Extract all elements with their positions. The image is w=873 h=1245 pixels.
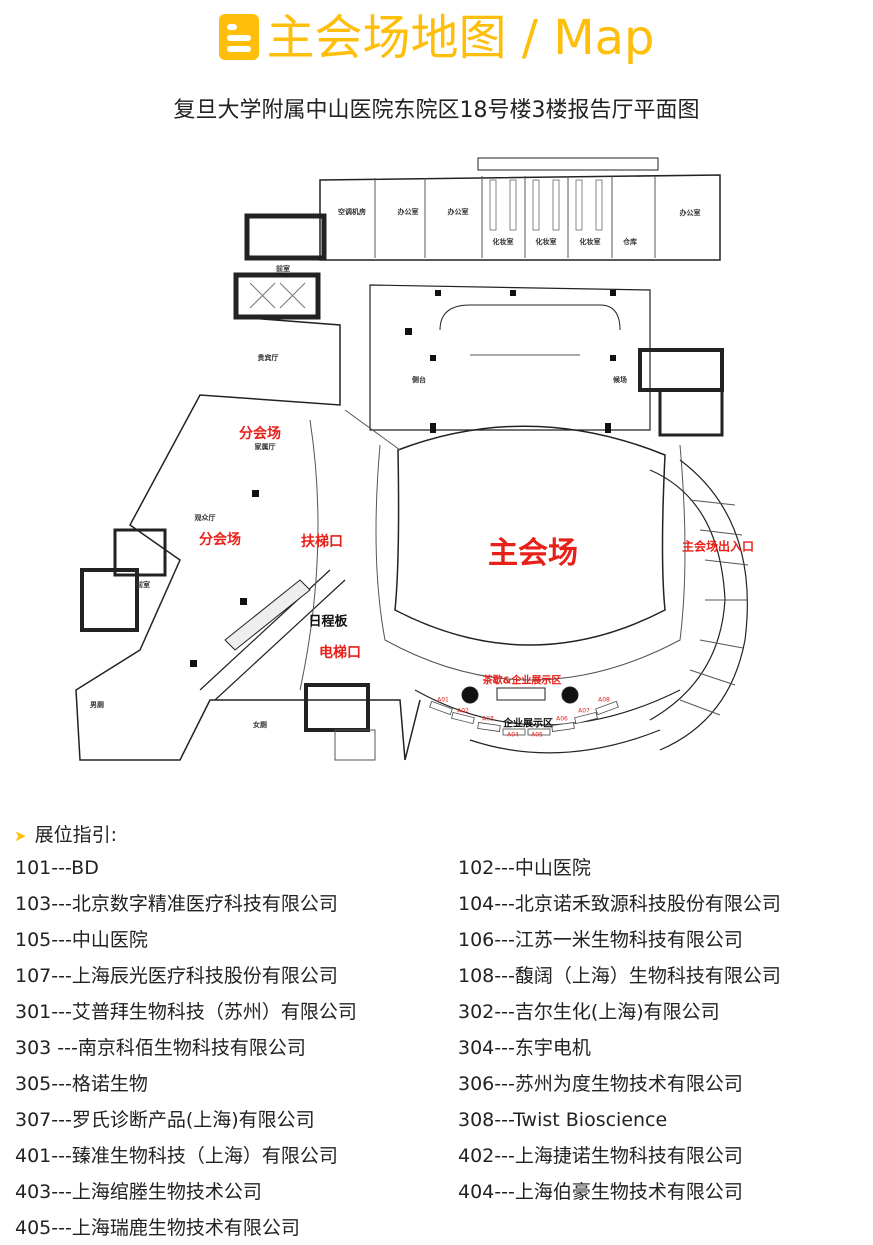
guide-item: 302---吉尔生化(上海)有限公司 — [458, 1001, 720, 1023]
guide-item: 305---格诺生物 — [15, 1073, 148, 1095]
tea-break-label: 茶歇&企业展示区 — [482, 675, 562, 687]
guide-item: 106---江苏一米生物科技有限公司 — [458, 929, 743, 951]
escalator-label: 扶梯口 — [301, 534, 343, 550]
east-stair-inner — [649, 469, 726, 721]
main-hall-outline — [394, 425, 666, 646]
guide-item: 304---东宇电机 — [458, 1037, 591, 1059]
escalator-walls — [199, 569, 346, 701]
pillar-left — [461, 686, 479, 704]
stage-area — [369, 284, 651, 431]
page-title: 主会场地图 / Map — [0, 6, 873, 70]
guide-item: 303 ---南京科佰生物科技有限公司 — [15, 1037, 306, 1059]
room-label: 化妆室 — [579, 238, 601, 246]
stair-core-2 — [658, 388, 724, 437]
top-fire-lane — [477, 157, 659, 171]
stage-curtain — [439, 304, 621, 331]
room-label: 观众厅 — [194, 514, 216, 522]
list-icon — [218, 14, 259, 60]
east-stair-outer — [659, 459, 748, 751]
guide-item: 307---罗氏诊断产品(上海)有限公司 — [15, 1109, 315, 1131]
booth-label: A07 — [578, 707, 590, 715]
foyer-inner-arc — [414, 689, 681, 726]
columns — [190, 290, 616, 667]
elevator-core-2 — [638, 348, 724, 392]
room-label: 男厕 — [90, 701, 104, 709]
guide-item: 101---BD — [15, 857, 99, 879]
room-label: 家属厅 — [254, 443, 276, 451]
sub-hall-label: 分会场 — [239, 426, 281, 442]
guide-item: 102---中山医院 — [458, 857, 591, 879]
booth-tables — [429, 700, 619, 736]
room-label: 贵宾厅 — [257, 354, 279, 362]
guide-heading: ➤ 展位指引: — [14, 820, 117, 847]
main-hall-outer — [375, 444, 686, 681]
room-label: 办公室 — [397, 208, 419, 216]
booth-label: A05 — [531, 731, 543, 739]
lab-benches — [489, 179, 603, 231]
booth-label: A06 — [556, 715, 568, 723]
exhibition-label: 企业展示区 — [503, 718, 553, 730]
room-label: 化妆室 — [535, 238, 557, 246]
room-label: 仓库 — [623, 238, 637, 246]
elevator-core-1 — [233, 272, 321, 320]
foyer-outer-arc — [469, 729, 661, 754]
stair-treads — [679, 499, 749, 716]
schedule-board-label: 日程板 — [308, 614, 348, 630]
booth-label: A04 — [507, 731, 519, 739]
pillar-right — [561, 686, 579, 704]
room-label: 空调机房 — [338, 208, 366, 216]
room-label: 化妆室 — [492, 238, 514, 246]
guide-item: 403---上海绾塍生物技术公司 — [15, 1181, 262, 1203]
guide-item: 107---上海辰光医疗科技股份有限公司 — [15, 965, 338, 987]
room-label: 前室 — [136, 581, 150, 589]
elevator-label: 电梯口 — [319, 645, 361, 661]
room-label: 侧台 — [412, 376, 426, 384]
guide-item: 103---北京数字精准医疗科技有限公司 — [15, 893, 338, 915]
guide-item: 404---上海伯豪生物技术有限公司 — [458, 1181, 743, 1203]
booth-label: A01 — [437, 696, 449, 704]
guide-heading-text: 展位指引: — [34, 824, 117, 846]
room-label: 办公室 — [679, 209, 701, 217]
booth-label: A03 — [482, 715, 494, 723]
guide-item: 104---北京诺禾致源科技股份有限公司 — [458, 893, 781, 915]
page-subtitle: 复旦大学附属中山医院东院区18号楼3楼报告厅平面图 — [173, 98, 700, 123]
floor-plan — [75, 157, 749, 761]
guide-item: 306---苏州为度生物技术有限公司 — [458, 1073, 743, 1095]
room-label: 候场 — [613, 376, 627, 384]
escalator — [224, 579, 311, 651]
top-rooms-block — [319, 174, 721, 261]
reception-desk — [496, 687, 546, 701]
guide-item: 308---Twist Bioscience — [458, 1109, 668, 1131]
stair-core-3 — [80, 568, 139, 632]
room-label: 办公室 — [447, 208, 469, 216]
booth-label: A08 — [598, 696, 610, 704]
title-text: 主会场地图 / Map — [266, 10, 655, 66]
room-dividers — [374, 176, 656, 258]
booth-label: A02 — [457, 707, 469, 715]
room-label: 女厕 — [253, 721, 267, 729]
main-entrance-label: 主会场出入口 — [681, 539, 755, 554]
elevator-core-3 — [304, 683, 370, 732]
guide-item: 301---艾普拜生物科技（苏州）有限公司 — [15, 1001, 357, 1023]
room-label: 前室 — [276, 265, 290, 273]
arrow-icon: ➤ — [14, 827, 27, 845]
guide-item: 405---上海瑞鹿生物技术有限公司 — [15, 1217, 300, 1239]
guide-item: 402---上海捷诺生物科技有限公司 — [458, 1145, 743, 1167]
main-hall-label: 主会场 — [488, 536, 578, 571]
elevator-core-4 — [113, 528, 167, 577]
guide-item: 108---馥阔（上海）生物科技有限公司 — [458, 965, 781, 987]
sub-hall-label: 分会场 — [199, 532, 241, 548]
guide-item: 401---臻准生物科技（上海）有限公司 — [15, 1145, 338, 1167]
guide-item: 105---中山医院 — [15, 929, 148, 951]
stair-core-1 — [244, 213, 327, 261]
